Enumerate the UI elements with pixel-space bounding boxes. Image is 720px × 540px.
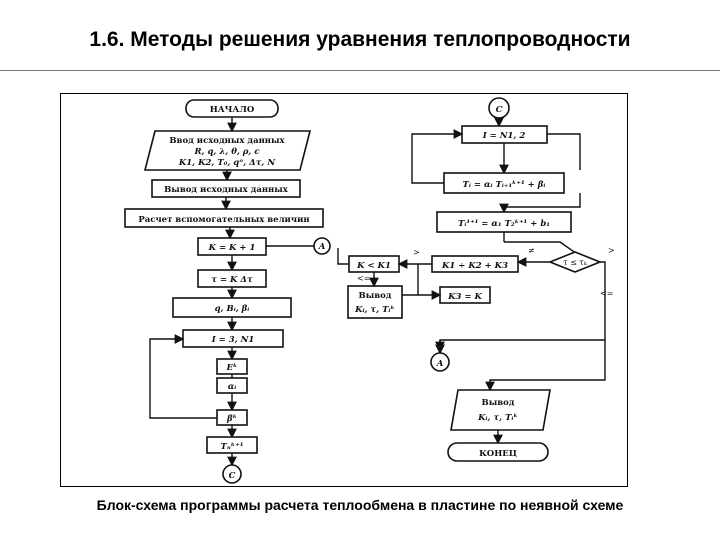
k-compare-label: K < K1 [356, 261, 391, 271]
arrow-label-le: <= [357, 274, 370, 283]
input-label-3: K1, K2, T₀, qᵒ, Δτ, N [178, 158, 276, 168]
input-label-1: Ввод исходных данных [169, 136, 285, 146]
flow-line [337, 248, 349, 265]
output-end-label-2: Kᵢ, τ, Tᵢᵏ [477, 413, 518, 423]
tau-label: τ = K Δτ [211, 275, 253, 285]
aux-calc-label: Расчет вспомогательных величин [138, 215, 309, 225]
aux-calc-block [124, 208, 324, 228]
input-data-block [143, 130, 312, 171]
beta-label: βᵏ [226, 414, 237, 424]
k-range-label: K1 ÷ K2 + K3 [441, 261, 508, 271]
tn-label: Tₙᵏ⁺¹ [221, 442, 244, 452]
input-label-2: R, q, λ, θ, ρ, c [193, 147, 260, 157]
output-mid-block [347, 285, 403, 319]
flow-line [499, 193, 581, 214]
k3-label: K3 = K [447, 292, 482, 302]
connector-c-left [222, 464, 242, 484]
flowchart-frame [60, 93, 628, 487]
e-label: Eᵏ [226, 363, 238, 373]
end-label: КОНЕЦ [479, 449, 517, 459]
arrow-label-le-right: <= [600, 289, 613, 298]
connector-c-left-label: C [229, 471, 236, 481]
arrow-label-ne: ≠ [528, 246, 535, 255]
arrow-label-gt-top: > [608, 246, 615, 255]
connector-a-right-label: A [436, 359, 444, 369]
connector-a-left-label: A [318, 242, 326, 252]
connector-a-right [430, 352, 450, 372]
q-label: q, Bᵢ, βᵢ [215, 304, 250, 314]
k-increment-label: K = K + 1 [208, 243, 256, 253]
loop-i-label: I = 3, N1 [211, 335, 255, 345]
flow-line [485, 340, 606, 392]
output-end-label-1: Вывод [482, 398, 515, 408]
figure-caption: Блок-схема программы расчета теплообмена… [96, 497, 624, 513]
t-next-label: Tᵢ¹⁺¹ = α₁ T₂ᵏ⁺¹ + b₁ [458, 219, 550, 229]
arrow-label-gt: > [413, 248, 420, 257]
connector-a-left [313, 237, 331, 255]
output-mid-label-1: Вывод [359, 291, 392, 301]
start-label: НАЧАЛО [210, 105, 255, 115]
end-terminal [447, 442, 549, 462]
output-initial-data-label: Вывод исходных данных [164, 185, 289, 195]
flow-line [504, 241, 581, 257]
flow-line [435, 261, 606, 352]
connector-c-right-label: C [496, 105, 503, 115]
alpha-label: αᵢ [228, 382, 237, 392]
loop-exit-line [547, 133, 581, 170]
condition-label: τ ≤ τₖ [563, 258, 588, 267]
loop-back-line-right [411, 129, 464, 184]
loop-back-line [149, 334, 217, 419]
slide-title: 1.6. Методы решения уравнения теплопрово… [89, 28, 631, 51]
output-end-block [450, 389, 551, 431]
loop-i-reverse-label: I = N1, 2 [482, 131, 526, 141]
t-calc-label: Tᵢ = αᵢ Tᵢ₊₁ᵏ⁺¹ + βᵢ [463, 180, 546, 190]
output-mid-label-2: Kᵢ, τ, Tᵢᵏ [354, 305, 395, 315]
title-divider [0, 70, 720, 71]
